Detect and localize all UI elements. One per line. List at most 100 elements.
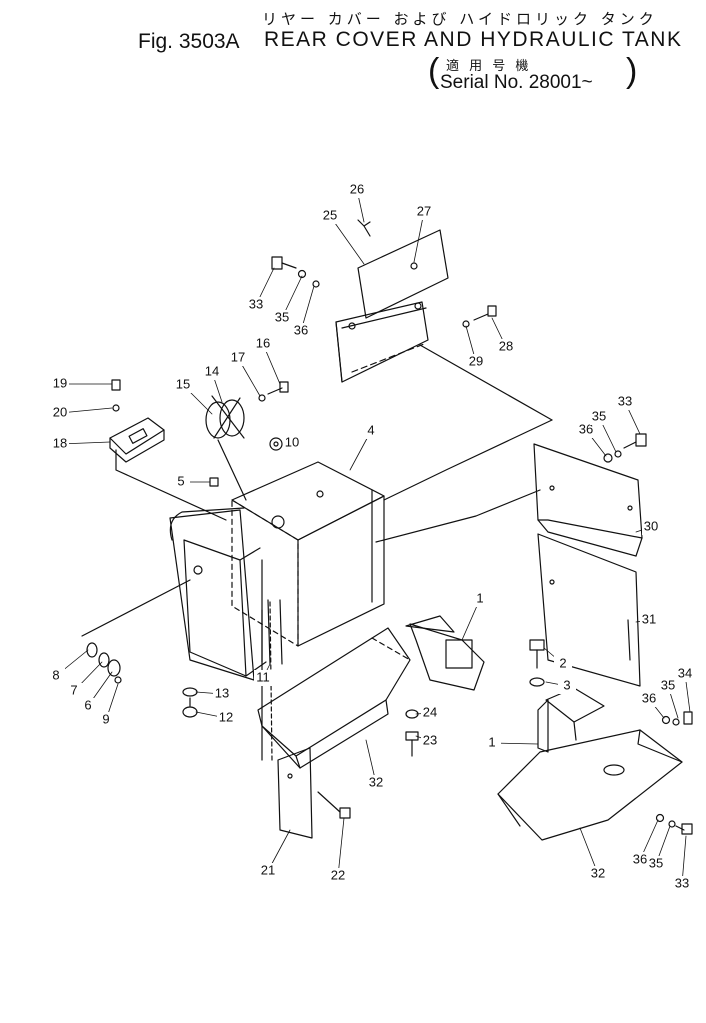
applicable-label: 適 用 号 機	[446, 59, 532, 74]
filler-cap	[205, 395, 247, 501]
bolt-assembly-lower-right	[655, 711, 693, 835]
callout-label-bg	[47, 668, 65, 684]
mounting-bracket-upper	[405, 615, 485, 691]
part-callout-35: 35	[649, 855, 663, 870]
left-bracket	[109, 379, 227, 521]
lower-plate-center	[257, 627, 411, 769]
mounting-bracket-lower	[537, 687, 605, 753]
part-callout-11: 11	[256, 669, 270, 684]
part-callout-34: 34	[678, 665, 692, 680]
callout-label-bg	[554, 656, 572, 672]
callout-label-bg	[497, 339, 515, 355]
part-callout-36: 36	[294, 322, 308, 337]
callout-label-bg	[421, 705, 439, 721]
part-callout-35: 35	[275, 309, 289, 324]
figure-title: REAR COVER AND HYDRAULIC TANK	[264, 28, 683, 51]
part-callout-3: 3	[563, 677, 570, 692]
bolt-16-17	[258, 381, 289, 402]
callout-label-bg	[273, 310, 291, 326]
callout-label-bg	[467, 354, 485, 370]
bolt-22	[317, 791, 351, 819]
bolt-assembly-right	[603, 433, 647, 463]
callout-label-bg	[589, 866, 607, 882]
drain-parts-left	[86, 642, 198, 718]
wing-bolt	[357, 219, 371, 237]
part-callout-5: 5	[177, 473, 184, 488]
callout-label-bg	[217, 710, 235, 726]
part-callout-20: 20	[53, 404, 67, 419]
callout-label-bg	[367, 775, 385, 791]
callout-label-bg	[642, 519, 660, 535]
open-paren: (	[428, 52, 440, 90]
part-callout-7: 7	[70, 682, 77, 697]
part-callout-25: 25	[323, 207, 337, 222]
callout-label-bg	[321, 208, 339, 224]
callout-label-bg	[673, 876, 691, 892]
callout-label-bg	[647, 856, 665, 872]
callout-label-bg	[471, 591, 489, 607]
figure-number: Fig. 3503A	[138, 30, 240, 53]
part-callout-12: 12	[219, 709, 233, 724]
side-plate	[277, 747, 313, 839]
part-callout-2: 2	[559, 655, 566, 670]
tank-side-frame	[169, 507, 283, 681]
callout-label-bg	[51, 436, 69, 452]
callout-label-bg	[213, 686, 231, 702]
callout-label-bg	[203, 364, 221, 380]
callout-label-bg	[65, 683, 83, 699]
callout-label-bg	[292, 323, 310, 339]
callout-label-bg	[348, 182, 366, 198]
part-callout-8: 8	[52, 667, 59, 682]
part-callout-32: 32	[591, 865, 605, 880]
part-callout-15: 15	[176, 376, 190, 391]
callout-label-bg	[174, 377, 192, 393]
callout-label-bg	[247, 297, 265, 313]
callout-label-bg	[415, 204, 433, 220]
bolt-23-24	[405, 709, 419, 757]
part-callout-1: 1	[476, 590, 483, 605]
callout-label-bg	[558, 678, 576, 694]
part-callout-1: 1	[488, 734, 495, 749]
side-cover-31	[537, 533, 641, 687]
part-callout-9: 9	[102, 711, 109, 726]
callout-leader	[337, 817, 345, 877]
part-callout-23: 23	[423, 732, 437, 747]
callout-label-bg	[254, 670, 272, 686]
part-callout-21: 21	[261, 862, 275, 877]
serial-number: Serial No. 28001~	[440, 72, 593, 93]
callout-label-bg	[640, 612, 658, 628]
callout-label-bg	[254, 336, 272, 352]
part-callout-22: 22	[331, 867, 345, 882]
part-callout-24: 24	[423, 704, 437, 719]
callout-label-bg	[51, 376, 69, 392]
part-callout-36: 36	[642, 690, 656, 705]
part-callout-4: 4	[367, 422, 374, 437]
hydraulic-tank	[231, 437, 385, 647]
part-callout-26: 26	[350, 181, 364, 196]
callout-label-bg	[590, 409, 608, 425]
callout-label-bg	[676, 666, 694, 682]
bolt-assembly-top	[271, 256, 320, 288]
part-callout-31: 31	[642, 611, 656, 626]
figure-header: リヤー カバー および ハイドロリック タンク Fig. 3503A REAR …	[0, 0, 706, 110]
callout-label-bg	[283, 435, 301, 451]
part-callout-10: 10	[285, 434, 299, 449]
part-callout-36: 36	[579, 421, 593, 436]
callout-label-bg	[51, 405, 69, 421]
bolt-assembly-right-top	[462, 305, 497, 328]
callout-label-bg	[259, 863, 277, 879]
part-callout-6: 6	[84, 697, 91, 712]
part-callout-36: 36	[633, 851, 647, 866]
callout-label-bg	[172, 474, 190, 490]
close-paren: )	[626, 52, 638, 90]
part-callout-17: 17	[231, 349, 245, 364]
part-callout-14: 14	[205, 363, 219, 378]
part-callout-30: 30	[644, 518, 658, 533]
part-callout-32: 32	[369, 774, 383, 789]
callout-label-bg	[229, 350, 247, 366]
callout-label-bg	[483, 735, 501, 751]
bolt-2-washer-3	[529, 639, 545, 687]
part-callout-16: 16	[256, 335, 270, 350]
